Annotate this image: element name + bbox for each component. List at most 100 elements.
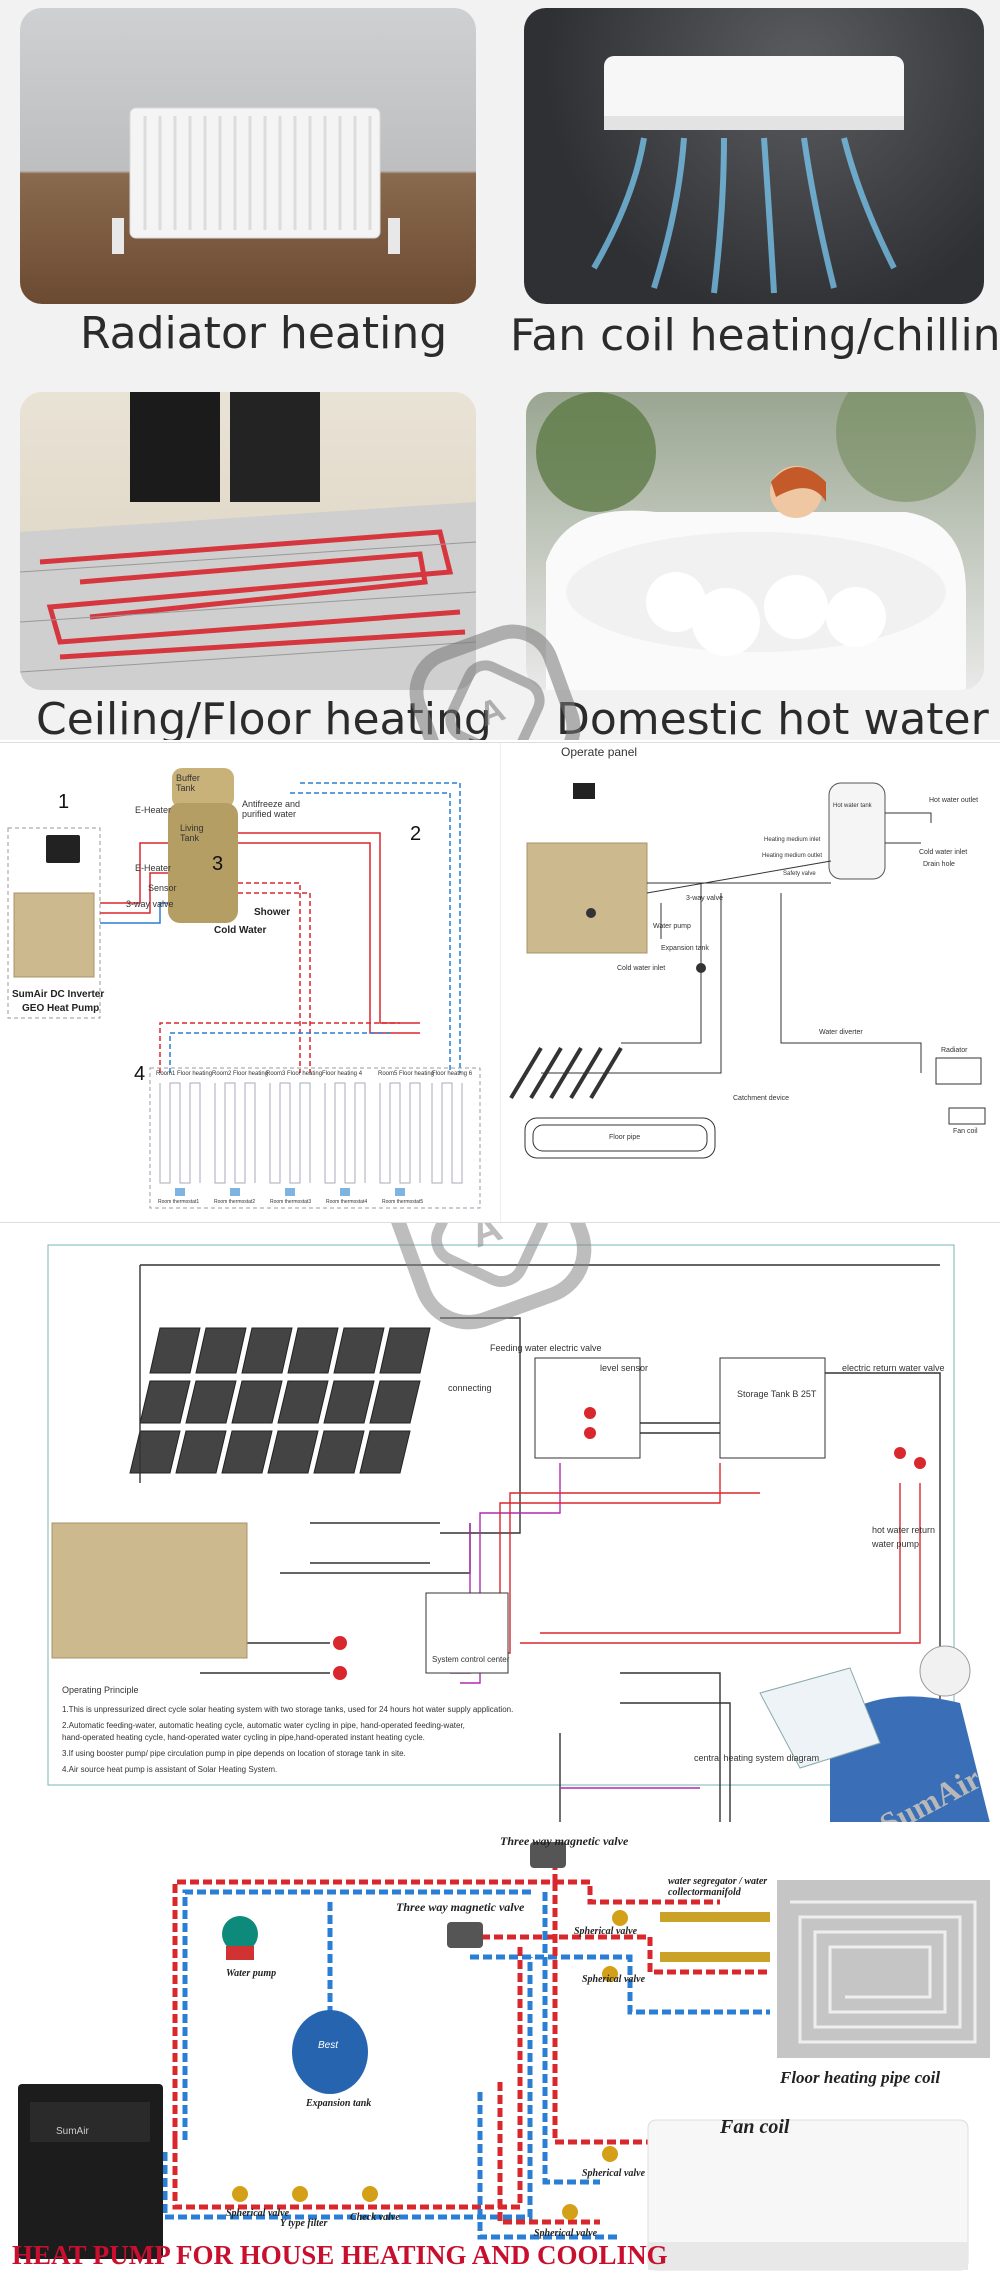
house-pipe-layout [18, 1842, 990, 2271]
principle-line-4: 3.If using booster pump/ pipe circulatio… [62, 1749, 406, 1758]
central-heating-label: central heating system diagram [694, 1753, 820, 1763]
room-label-5: Room5 Floor heating [378, 1071, 435, 1077]
room-label-1: Room1 Floor heating [156, 1071, 213, 1077]
thermostat-label-4: Room thermostat4 [326, 1199, 368, 1205]
expansion-tank-label-4: Expansion tank [306, 2098, 372, 2109]
room-label-3: Room3 Floor heating [266, 1071, 323, 1077]
hotwater-caption: Domestic hot water [556, 694, 989, 740]
hot-water-return-label: hot water return [872, 1525, 936, 1535]
three-way-top-label: Three way magnetic valve [500, 1834, 629, 1848]
room-label-2: Room2 Floor heating [212, 1071, 269, 1077]
three-way-mid-label: Three way magnetic valve [396, 1900, 525, 1914]
operate-pipe-layout [509, 782, 986, 1159]
heating-medium-outlet-label: Heating medium outlet [762, 853, 823, 859]
spherical-label-2: Spherical valve [582, 1974, 646, 1985]
geo-diagrams-section: 1 2 3 4 E-Heater E-Heater Buffer Tank Li… [0, 742, 1000, 1223]
safety-valve-label: Safety valve [783, 871, 816, 877]
thermostat-label-1: Room thermostat1 [158, 1199, 200, 1205]
thermostat-label-5: Room thermostat5 [382, 1199, 424, 1205]
living-tank-label: Living Tank [180, 823, 204, 843]
sensor-label: Sensor [148, 883, 177, 893]
solar-diagram-section: Feeding water electric valve level senso… [0, 1222, 1000, 1823]
operate-panel-diagram: Operate panel Hot water tank Hot water o… [500, 743, 1000, 1223]
applications-section: Radiator heating Fan coil heating/chilli… [0, 0, 1000, 740]
svg-text:A: A [474, 690, 510, 734]
house-heating-section: Three way magnetic valve Three way magne… [0, 1822, 1000, 2284]
thermostat-label-3: Room thermostat3 [270, 1199, 312, 1205]
unit-name-1: SumAir DC Inverter [12, 989, 105, 1000]
principle-line-2: 2.Automatic feeding-water, automatic hea… [62, 1721, 465, 1730]
floor-coil-label: Floor heating pipe coil [780, 2068, 941, 2087]
solar-pipe-layout [47, 1244, 990, 1823]
room-label-6: Floor heating 6 [432, 1071, 473, 1077]
antifreeze-label: Antifreeze and purified water [242, 799, 301, 819]
feeding-valve-label: Feeding water electric valve [490, 1343, 602, 1353]
connecting-label: connecting [448, 1383, 492, 1393]
fan-coil-label-4: Fan coil [720, 2116, 790, 2138]
fancoil-caption: Fan coil heating/chilling [510, 310, 1000, 361]
floor-pipe-label: Floor pipe [609, 1134, 641, 1141]
spherical-label-5: Spherical valve [534, 2228, 598, 2239]
three-way-label-2: 3-way valve [686, 895, 723, 902]
check-valve-label: Check valve [350, 2212, 400, 2223]
tank-brand-label: Best [318, 2040, 339, 2051]
catchment-label: Catchment device [733, 1095, 790, 1102]
principle-line-5: 4.Air source heat pump is assistant of S… [62, 1765, 278, 1774]
bathtub-photo [526, 392, 984, 690]
y-filter-label: Y type filter [280, 2218, 328, 2229]
watermark-logo-icon-2: A [388, 1222, 592, 1330]
hot-water-outlet-label: Hot water outlet [929, 797, 979, 804]
buffer-tank-label: Buffer Tank [176, 773, 200, 793]
cold-water-label: Cold Water [214, 925, 267, 936]
water-diverter-label: Water diverter [819, 1029, 863, 1036]
air-conditioner-icon [591, 56, 904, 294]
page-title: HEAT PUMP FOR HOUSE HEATING AND COOLING [12, 2240, 668, 2270]
cold-water-inlet-label-2: Cold water inlet [617, 965, 666, 972]
spherical-label-4: Spherical valve [226, 2208, 290, 2219]
svg-text:A: A [464, 1222, 507, 1257]
radiator-label: Radiator [941, 1047, 968, 1054]
hot-water-tank-label: Hot water tank [833, 803, 872, 809]
principle-line-1: 1.This is unpressurized direct cycle sol… [62, 1705, 514, 1714]
watermark-logo-icon: A [409, 624, 581, 740]
geo-pipe-layout [7, 768, 481, 1209]
marker-2: 2 [410, 823, 422, 845]
cold-water-inlet-label: Cold water inlet [919, 849, 968, 856]
heating-medium-inlet-label: Heating medium inlet [764, 837, 821, 843]
radiator-photo [20, 8, 476, 304]
principle-line-3: hand-operated heating cycle, hand-operat… [62, 1733, 425, 1742]
radiator-caption: Radiator heating [80, 308, 448, 359]
marker-3: 3 [212, 853, 224, 875]
room-label-4: Floor heating 4 [322, 1071, 363, 1077]
water-pump-label: Water pump [653, 923, 691, 930]
marker-1: 1 [58, 791, 70, 813]
water-pump-label-4: Water pump [226, 1968, 277, 1979]
storage-tank-label: Storage Tank B 25T [737, 1389, 817, 1399]
water-pump-label-3: water pump [872, 1539, 920, 1549]
segregator-label: water segregator / water collectormanifo… [668, 1876, 768, 1898]
expansion-tank-label: Expansion tank [661, 945, 709, 952]
floor-heating-photo [20, 392, 476, 690]
three-way-valve-label: 3-way valve [126, 899, 174, 909]
floor-pipe-icon [20, 392, 476, 690]
level-sensor-label: level sensor [600, 1363, 649, 1373]
fan-coil-label: Fan coil [953, 1128, 978, 1135]
unit-name-2: GEO Heat Pump [22, 1003, 100, 1014]
eheater-label-2: E-Heater [135, 863, 172, 873]
unit-brand-label: SumAir [56, 2126, 89, 2137]
marker-4: 4 [134, 1063, 146, 1085]
geo-heat-pump-diagram: 1 2 3 4 E-Heater E-Heater Buffer Tank Li… [0, 743, 500, 1223]
control-center-label: System control center [432, 1655, 510, 1664]
radiator-icon [112, 107, 400, 254]
principle-title: Operating Principle [62, 1685, 139, 1695]
spherical-label-1: Spherical valve [574, 1926, 638, 1937]
eheater-label-1: E-Heater [135, 805, 172, 815]
operate-panel-label: Operate panel [561, 745, 638, 759]
electric-return-label: electric return water valve [842, 1363, 945, 1373]
bathtub-icon [536, 392, 976, 690]
drain-hole-label: Drain hole [923, 861, 955, 868]
spherical-label-3: Spherical valve [582, 2168, 646, 2179]
shower-label: Shower [254, 907, 291, 918]
thermostat-label-2: Room thermostat2 [214, 1199, 256, 1205]
fancoil-photo [524, 8, 984, 304]
